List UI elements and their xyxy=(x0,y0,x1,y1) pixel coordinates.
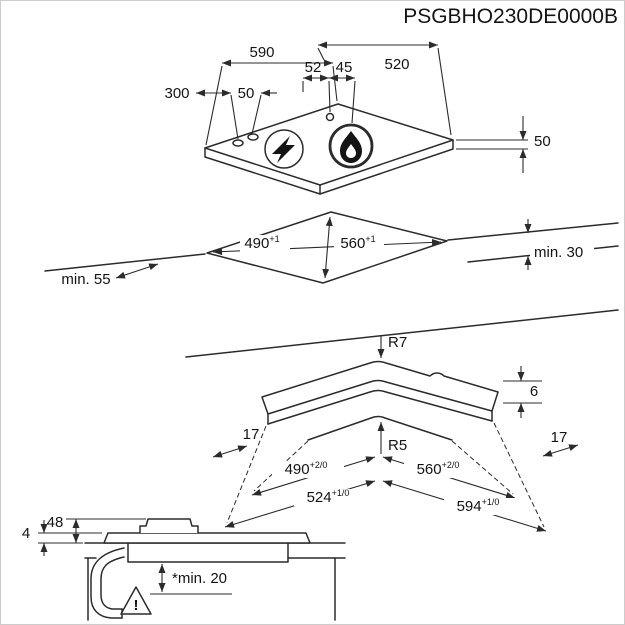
dim-edge-height-label: 4 xyxy=(22,525,30,542)
dim-590-label: 590 xyxy=(249,44,274,61)
dim-front-clearance-label: min. 55 xyxy=(61,271,110,288)
leader-line xyxy=(230,94,239,140)
hob-underbox xyxy=(127,542,289,563)
warning-mark: ! xyxy=(134,597,139,614)
dim-300-label: 300 xyxy=(164,85,189,102)
worktop-front-edge xyxy=(185,309,619,358)
flame-icon xyxy=(340,131,362,163)
pan-support-profile xyxy=(139,518,199,533)
leader-line xyxy=(251,94,262,135)
dim-cutout-depth-label: 490+1 xyxy=(244,234,279,252)
hob-corner-radius-label: R7 xyxy=(388,334,407,351)
label-mask xyxy=(334,235,384,252)
extension-line xyxy=(317,47,325,61)
dim-clearance-label: *min. 20 xyxy=(172,570,227,587)
cutout-corner-radius-label: R5 xyxy=(388,437,407,454)
dim-overhang-left-line xyxy=(212,445,248,458)
label-mask xyxy=(294,489,366,506)
control-knob xyxy=(247,133,259,141)
extension-line xyxy=(437,47,452,136)
label-mask xyxy=(240,235,290,252)
label-mask xyxy=(530,244,594,261)
warning-icon xyxy=(120,586,152,615)
corner-detail-view: R7 R5 6 17 17 490+2/0 560+2/0 524+1/0 59… xyxy=(212,334,579,532)
dim-hob-width-label: 594+1/0 xyxy=(457,497,500,515)
installation-side-view: 4 48 *min. 20 ! xyxy=(22,514,346,621)
control-knob xyxy=(232,139,244,147)
glass-bottom-edge xyxy=(267,389,493,425)
dim-52-label: 52 xyxy=(305,59,322,76)
extension-line xyxy=(328,80,331,113)
extension-line xyxy=(351,80,356,124)
extension-line xyxy=(205,65,223,146)
dim-overhang-right-label: 17 xyxy=(551,429,568,446)
hob-isometric-view: 590 520 52 45 300 50 50 xyxy=(164,41,551,195)
gas-burner-ring xyxy=(328,123,374,169)
worktop-back-edge xyxy=(447,222,619,241)
gas-pipe-outer xyxy=(90,547,125,619)
extension-dashed xyxy=(226,425,267,524)
dim-overhang-right-line xyxy=(542,444,579,457)
gas-pipe-inner xyxy=(100,556,125,610)
dim-50-label: 50 xyxy=(238,85,255,102)
dim-520-label: 520 xyxy=(384,56,409,73)
worktop-cutout-view: 490+1 560+1 min. 55 min. 30 xyxy=(44,211,619,358)
dim-cutout-width-label: 560+1 xyxy=(340,234,375,252)
cutout-corner-edge xyxy=(307,415,453,441)
label-mask xyxy=(404,461,476,478)
product-code: PSGBHO230DE0000B xyxy=(403,5,618,28)
dim-cutout-depth-line xyxy=(322,216,333,279)
dim-support-height-label: 48 xyxy=(47,514,64,531)
label-mask xyxy=(444,498,516,515)
dim-45-label: 45 xyxy=(336,59,353,76)
dim-glass-thickness-label: 6 xyxy=(530,383,538,400)
dim-front-clearance-line xyxy=(115,263,159,279)
hob-glass-corner xyxy=(261,360,499,415)
worktop-back-edge xyxy=(44,253,206,272)
dim-overhang-left-label: 17 xyxy=(243,426,260,443)
igniter-dot xyxy=(325,112,335,122)
dim-cutout-depth-label: 490+2/0 xyxy=(285,460,328,478)
dim-hob-height-label: 50 xyxy=(534,133,551,150)
extension-line xyxy=(332,65,338,102)
dim-hob-depth-label: 524+1/0 xyxy=(307,488,350,506)
dim-worktop-thickness-label: min. 30 xyxy=(534,244,583,261)
dim-cutout-width-label: 560+2/0 xyxy=(417,460,460,478)
hob-glass-profile xyxy=(103,532,311,544)
lightning-icon xyxy=(272,136,295,163)
label-mask xyxy=(272,461,344,478)
